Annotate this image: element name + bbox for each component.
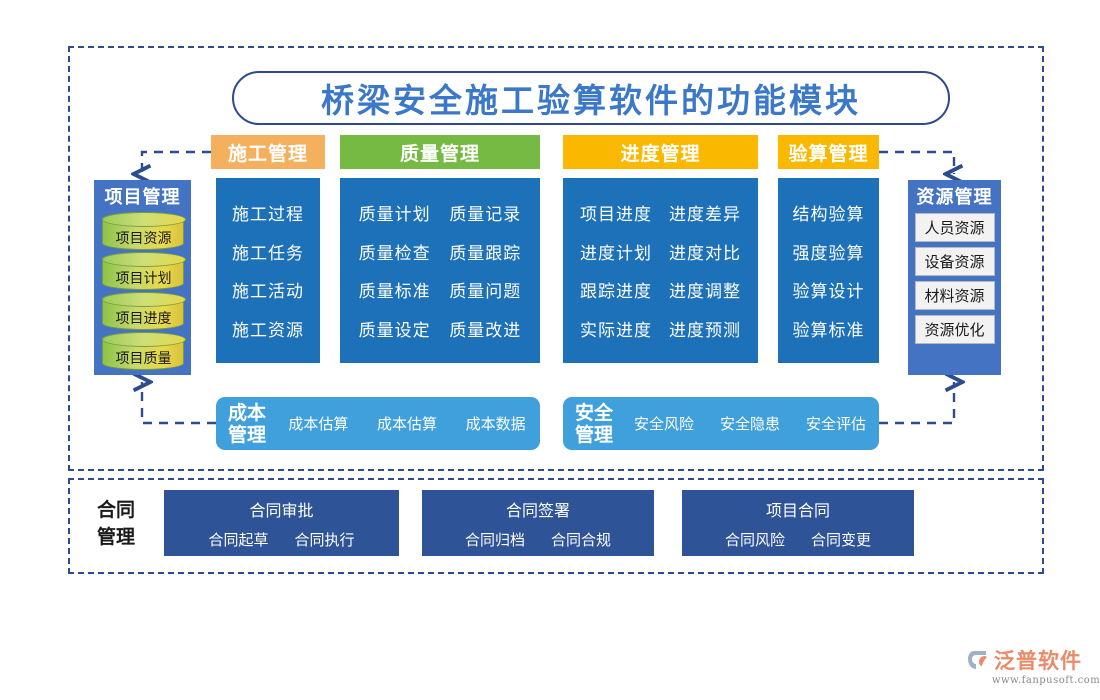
logo-name: 泛普软件 [994, 648, 1082, 673]
panel-item[interactable]: 进度对比 [669, 243, 741, 264]
resource-item-equipment[interactable]: 设备资源 [914, 247, 995, 276]
cost-item[interactable]: 成本数据 [465, 415, 526, 433]
contract-box-approval: 合同审批 合同起草 合同执行 [164, 490, 399, 556]
panel-item[interactable]: 进度计划 [580, 243, 652, 264]
cost-item[interactable]: 成本估算 [288, 415, 349, 433]
panel-row: 质量检查 质量跟踪 [340, 239, 540, 264]
cost-heading-line2: 管理 [228, 423, 267, 446]
cylinder-project-plan[interactable]: 项目计划 [101, 252, 186, 290]
panel-item[interactable]: 质量记录 [449, 204, 522, 225]
panel-row: 进度计划 进度对比 [563, 239, 758, 264]
tab-progress-management[interactable]: 进度管理 [563, 135, 758, 169]
panel-item[interactable]: 跟踪进度 [580, 282, 652, 303]
panel-row: 质量计划 质量记录 [340, 200, 540, 225]
contract-label-line1: 合同 [96, 499, 135, 521]
cylinder-label: 项目质量 [115, 351, 172, 367]
panel-verification: 结构验算 强度验算 验算设计 验算标准 [778, 178, 879, 363]
panel-item[interactable]: 质量改进 [449, 321, 522, 342]
panel-row: 实际进度 进度预测 [563, 316, 758, 341]
panel-item[interactable]: 质量设定 [358, 321, 431, 342]
panel-row: 项目进度 进度差异 [563, 200, 758, 225]
panel-item[interactable]: 强度验算 [792, 243, 865, 264]
cylinder-project-progress[interactable]: 项目进度 [101, 292, 186, 330]
contract-label-line2: 管理 [96, 526, 135, 548]
panel-item[interactable]: 质量检查 [358, 243, 431, 264]
safety-item[interactable]: 安全隐患 [719, 415, 780, 433]
cylinder-label: 项目进度 [115, 311, 172, 327]
cost-items: 成本估算 成本估算 成本数据 [274, 413, 540, 434]
contract-box-signing: 合同签署 合同归档 合同合规 [422, 490, 654, 556]
tab-construction-management[interactable]: 施工管理 [211, 135, 325, 169]
panel-item[interactable]: 进度差异 [669, 204, 741, 225]
tab-verification-management[interactable]: 验算管理 [778, 135, 879, 169]
contract-box-items: 合同归档 合同合规 [465, 529, 611, 550]
panel-item[interactable]: 施工活动 [232, 282, 304, 303]
logo-row: 泛普软件 [966, 645, 1082, 675]
panel-item[interactable]: 质量问题 [449, 282, 522, 303]
panel-item[interactable]: 施工资源 [232, 321, 304, 342]
panel-item[interactable]: 质量跟踪 [449, 243, 522, 264]
cost-management-bar: 成本 管理 成本估算 成本估算 成本数据 [216, 397, 540, 450]
diagram-title: 桥梁安全施工验算软件的功能模块 [232, 71, 950, 125]
project-management-column: 项目管理 项目资源 项目计划 项目进度 项目质量 [94, 180, 191, 375]
resource-management-column: 资源管理 人员资源 设备资源 材料资源 资源优化 [908, 180, 1001, 375]
safety-management-heading: 安全 管理 [575, 402, 613, 446]
panel-item[interactable]: 质量计划 [358, 204, 431, 225]
safety-item[interactable]: 安全风险 [634, 415, 695, 433]
safety-item[interactable]: 安全评估 [805, 415, 866, 433]
upper-dashed-frame [68, 46, 1044, 471]
cylinder-label: 项目资源 [115, 231, 172, 247]
contract-box-title: 项目合同 [765, 500, 830, 520]
contract-box-project: 项目合同 合同风险 合同变更 [682, 490, 914, 556]
panel-item[interactable]: 施工任务 [232, 243, 304, 264]
panel-item[interactable]: 验算标准 [792, 321, 865, 342]
panel-item[interactable]: 进度调整 [669, 282, 741, 303]
panel-row: 跟踪进度 进度调整 [563, 277, 758, 302]
cylinder-project-quality[interactable]: 项目质量 [101, 332, 186, 370]
contract-dashed-frame [68, 478, 1044, 574]
cylinder-project-resource[interactable]: 项目资源 [101, 212, 186, 250]
logo-url: www.fanpusoft.com [992, 675, 1100, 686]
resource-item-optimize[interactable]: 资源优化 [914, 315, 995, 344]
title-text: 桥梁安全施工验算软件的功能模块 [321, 81, 861, 120]
project-management-heading: 项目管理 [104, 187, 181, 208]
safety-items: 安全风险 安全隐患 安全评估 [621, 413, 879, 434]
tab-quality-management[interactable]: 质量管理 [340, 135, 540, 169]
contract-item[interactable]: 合同起草 [208, 530, 269, 549]
panel-item[interactable]: 进度预测 [669, 321, 741, 342]
contract-box-title: 合同审批 [249, 500, 314, 520]
contract-box-items: 合同起草 合同执行 [208, 529, 354, 550]
contract-item[interactable]: 合同归档 [464, 530, 525, 549]
resource-item-material[interactable]: 材料资源 [914, 281, 995, 310]
panel-item[interactable]: 质量标准 [358, 282, 431, 303]
safety-management-bar: 安全 管理 安全风险 安全隐患 安全评估 [563, 397, 879, 450]
safety-heading-line1: 安全 [575, 401, 614, 424]
resource-management-heading: 资源管理 [916, 187, 993, 208]
panel-item[interactable]: 结构验算 [792, 204, 865, 225]
panel-item[interactable]: 施工过程 [232, 204, 304, 225]
cost-item[interactable]: 成本估算 [376, 415, 437, 433]
resource-item-personnel[interactable]: 人员资源 [914, 213, 995, 242]
contract-item[interactable]: 合同变更 [811, 530, 872, 549]
cost-heading-line1: 成本 [228, 401, 267, 424]
contract-box-title: 合同签署 [505, 500, 570, 520]
fanpu-mark-icon [968, 651, 987, 669]
panel-quality: 质量计划 质量记录 质量检查 质量跟踪 质量标准 质量问题 质量设定 质量改进 [340, 178, 540, 363]
contract-item[interactable]: 合同执行 [294, 530, 355, 549]
panel-item[interactable]: 验算设计 [792, 282, 865, 303]
safety-heading-line2: 管理 [575, 423, 614, 446]
contract-box-items: 合同风险 合同变更 [725, 529, 871, 550]
panel-progress: 项目进度 进度差异 进度计划 进度对比 跟踪进度 进度调整 实际进度 进度预测 [563, 178, 758, 363]
cost-management-heading: 成本 管理 [228, 402, 266, 446]
contract-item[interactable]: 合同合规 [551, 530, 612, 549]
watermark-logo: 泛普软件 www.fanpusoft.com [966, 645, 1100, 691]
contract-management-label: 合同 管理 [80, 493, 152, 555]
panel-construction: 施工过程 施工任务 施工活动 施工资源 [216, 178, 320, 363]
panel-item[interactable]: 项目进度 [580, 204, 652, 225]
cylinder-label: 项目计划 [115, 271, 172, 287]
panel-item[interactable]: 实际进度 [580, 321, 652, 342]
panel-row: 质量设定 质量改进 [340, 316, 540, 341]
panel-row: 质量标准 质量问题 [340, 277, 540, 302]
contract-item[interactable]: 合同风险 [724, 530, 785, 549]
